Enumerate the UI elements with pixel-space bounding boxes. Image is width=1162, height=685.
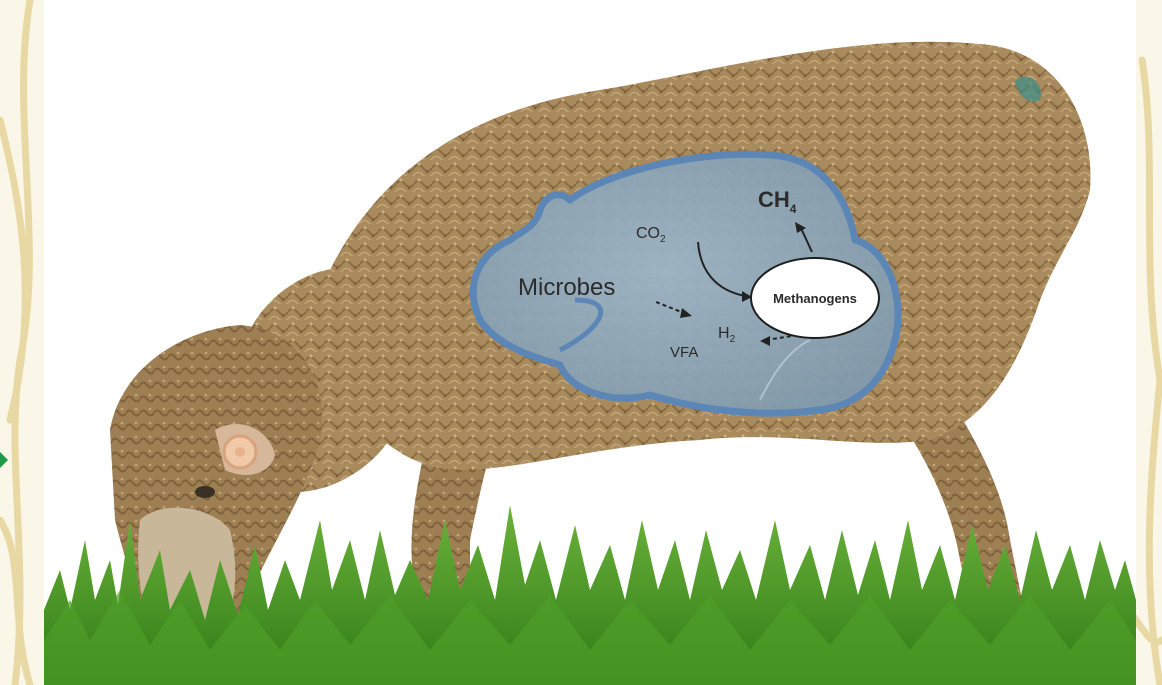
co2-subscript: 2 — [660, 234, 666, 245]
eye — [195, 486, 215, 498]
microbes-label: Microbes — [518, 274, 615, 301]
co2-label: CO — [636, 225, 660, 242]
ch4-label: CH — [758, 187, 790, 212]
ch4-subscript: 4 — [790, 202, 797, 216]
h2-label: H — [718, 325, 730, 342]
sheep-rumen-diagram: Methanogens CH4 CO2 Microbes H2 VFA — [44, 0, 1136, 685]
ear-tag-icon — [224, 436, 256, 468]
methanogens-label: Methanogens — [773, 291, 857, 306]
vfa-label: VFA — [670, 344, 698, 361]
h2-subscript: 2 — [730, 334, 736, 345]
